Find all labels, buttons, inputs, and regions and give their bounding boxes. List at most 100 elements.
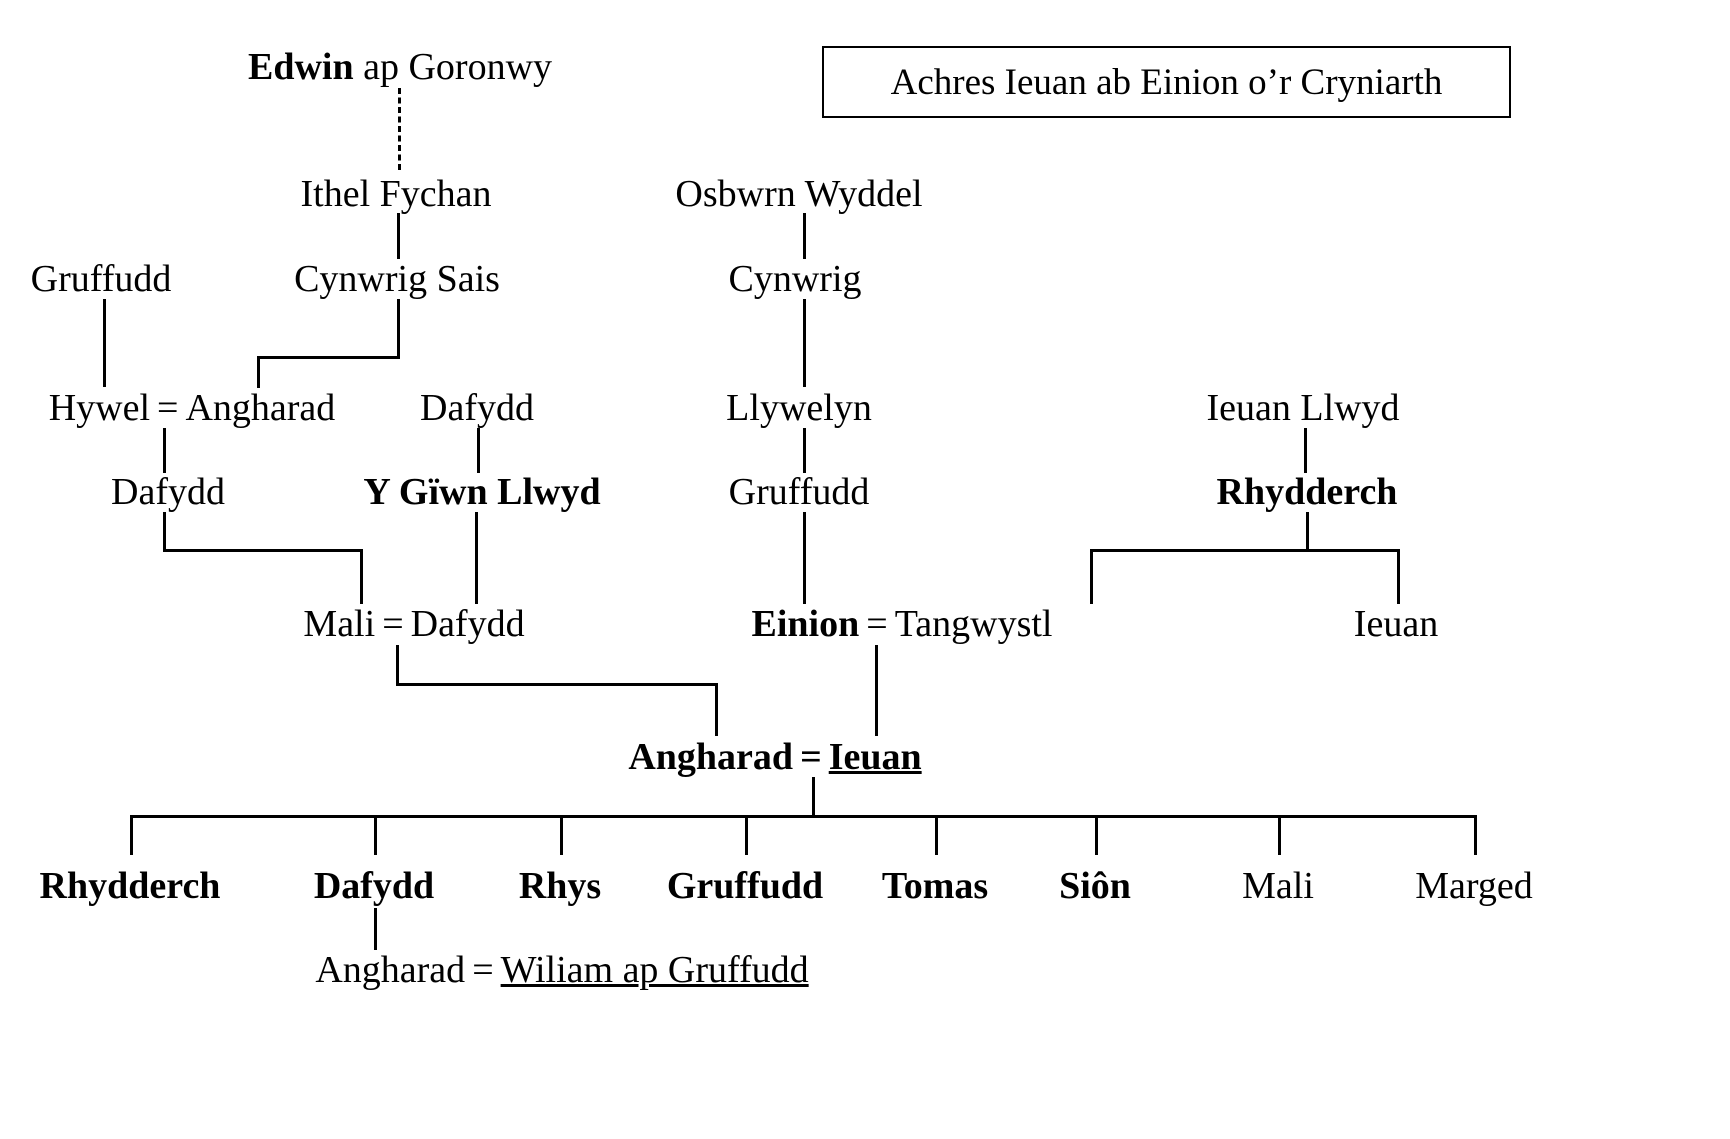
osbwrn-to-cynwrig [803, 213, 806, 259]
person-node-hywel-angharad: Hywel=Angharad [49, 389, 336, 427]
marriage-equals: = [157, 387, 179, 429]
person-name: Rhys [518, 865, 602, 907]
child-node-c-tomas: Tomas [882, 867, 988, 905]
child-stem-5 [1095, 815, 1098, 855]
marriage-equals: = [382, 603, 404, 645]
chart-title-text: Achres Ieuan ab Einion o’r Cryniarth [890, 61, 1443, 103]
person-node-cynwrig-sais: Cynwrig Sais [294, 260, 500, 298]
marriage-equals: = [800, 736, 822, 778]
child-node-c-rhydderch: Rhydderch [40, 867, 221, 905]
person-name: Ithel Fychan [300, 173, 492, 215]
angharad-ieuan-drop [812, 777, 815, 818]
person-name: Dafydd [410, 603, 525, 645]
person-name: Angharad [185, 387, 336, 429]
person-node-dafydd-1: Dafydd [420, 389, 534, 427]
marriage-equals: = [866, 603, 888, 645]
person-name: Einion [751, 603, 860, 645]
mali-dafydd-drop [396, 645, 399, 685]
child-node-c-rhys: Rhys [519, 867, 601, 905]
child-node-c-mali: Mali [1242, 867, 1314, 905]
llywelyn-to-gruffudd2 [803, 428, 806, 473]
child-stem-3 [745, 815, 748, 855]
hywel-angharad-to-dafydd [163, 428, 166, 473]
person-name: Cynwrig [728, 258, 862, 300]
person-node-ithel: Ithel Fychan [300, 175, 491, 213]
child-stem-7 [1474, 815, 1477, 855]
person-name: Ieuan Llwyd [1206, 387, 1400, 429]
person-name: Mali [1242, 865, 1314, 907]
person-name: Ieuan [1353, 603, 1439, 645]
child-stem-1 [374, 815, 377, 855]
cynwrig-to-llywelyn [803, 299, 806, 387]
person-node-cynwrig: Cynwrig [729, 260, 862, 298]
child-stem-6 [1278, 815, 1281, 855]
person-node-angharad-wiliam: Angharad=Wiliam ap Gruffudd [315, 951, 808, 989]
mali-dafydd-to-angharad [715, 683, 718, 736]
person-node-dafydd-2: Dafydd [111, 473, 225, 511]
person-name: Siôn [1059, 865, 1131, 907]
person-node-osbwrn: Osbwrn Wyddel [675, 175, 922, 213]
person-name: Angharad [628, 736, 794, 778]
person-node-gruffudd-2: Gruffudd [729, 473, 870, 511]
person-name: Osbwrn Wyddel [675, 173, 923, 215]
person-node-gruffudd-1: Gruffudd [31, 260, 172, 298]
person-node-llywelyn: Llywelyn [726, 389, 872, 427]
person-name: Cynwrig Sais [294, 258, 500, 300]
person-name: Angharad [315, 949, 466, 991]
gruffudd2-to-einion [803, 512, 806, 604]
person-node-y-giwn-llwyd: Y Gïwn Llwyd [363, 473, 600, 511]
person-name: Llywelyn [726, 387, 872, 429]
person-name: Tomas [881, 865, 989, 907]
person-name: Dafydd [313, 865, 435, 907]
child-node-c-sion: Siôn [1059, 867, 1131, 905]
person-name: Edwin [247, 46, 354, 88]
person-node-ieuan-llwyd: Ieuan Llwyd [1206, 389, 1399, 427]
person-name: Rhydderch [39, 865, 221, 907]
person-name: Rhydderch [1216, 471, 1398, 513]
person-node-rhydderch-1: Rhydderch [1217, 473, 1398, 511]
giwn-to-dafydd3 [475, 512, 478, 604]
person-name: Dafydd [111, 471, 225, 513]
person-name: ap Goronwy [353, 46, 553, 88]
person-name: Marged [1415, 865, 1533, 907]
child-stem-4 [935, 815, 938, 855]
rhydderch-across [1090, 549, 1400, 552]
dafydd2-drop [163, 512, 166, 552]
child-node-c-marged: Marged [1415, 867, 1533, 905]
marriage-equals: = [472, 949, 494, 991]
person-name: Gruffudd [728, 471, 870, 513]
cynwrig-sais-drop [397, 299, 400, 358]
dafydd2-across [163, 549, 363, 552]
person-name: Dafydd [420, 387, 534, 429]
person-node-ieuan-right: Ieuan [1354, 605, 1438, 643]
children-bar [130, 815, 1476, 818]
rhydderch-drop [1306, 512, 1309, 552]
person-name: Gruffudd [666, 865, 824, 907]
dafydd-child-to-angharad [374, 908, 377, 950]
cynwrig-sais-to-angharad [257, 356, 260, 388]
person-name: Wiliam ap Gruffudd [500, 949, 809, 991]
person-name: Y Gïwn Llwyd [363, 471, 601, 513]
person-node-einion-tangwystl: Einion=Tangwystl [752, 605, 1053, 643]
gruffudd-to-hywel [103, 299, 106, 387]
person-name: Mali [303, 603, 376, 645]
child-node-c-dafydd: Dafydd [314, 867, 434, 905]
child-node-c-gruffudd: Gruffudd [667, 867, 823, 905]
person-name: Ieuan [828, 736, 922, 778]
chart-title-box: Achres Ieuan ab Einion o’r Cryniarth [822, 46, 1511, 118]
ithel-to-cynwrig-sais [397, 213, 400, 259]
cynwrig-sais-across [257, 356, 400, 359]
dafydd1-to-giwn [477, 428, 480, 473]
person-node-mali-dafydd: Mali=Dafydd [303, 605, 524, 643]
edwin-to-ithel-dashed [398, 88, 401, 170]
person-node-angharad-ieuan: Angharad=Ieuan [628, 738, 921, 776]
person-node-edwin: Edwin ap Goronwy [248, 48, 552, 86]
einion-tangwystl-drop [875, 645, 878, 736]
person-name: Gruffudd [30, 258, 172, 300]
dafydd2-to-mali [360, 549, 363, 604]
child-stem-0 [130, 815, 133, 855]
child-stem-2 [560, 815, 563, 855]
rhydderch-to-einion [1090, 549, 1093, 604]
ieuanllwyd-to-rhydderch [1304, 428, 1307, 473]
